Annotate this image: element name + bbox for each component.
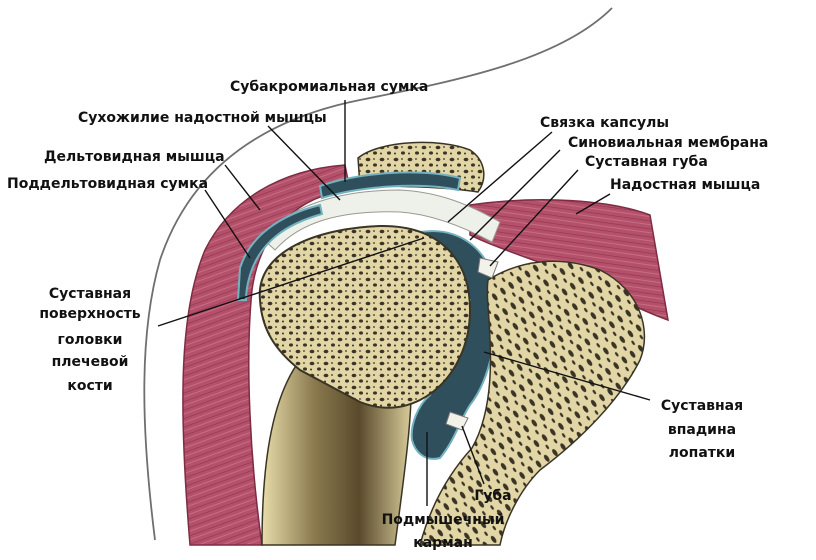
label-subdeltoid-bursa: Поддельтовидная сумка <box>7 176 208 192</box>
label-humeral-line: кости <box>67 378 112 394</box>
humeral-head <box>258 224 472 409</box>
leader-capsule-ligament <box>447 131 553 223</box>
subdeltoid-bursa <box>236 203 324 301</box>
label-synovial-membrane: Синовиальная мембрана <box>568 135 768 151</box>
label-lip: Губа <box>474 488 511 504</box>
leader-deltoid <box>224 164 261 211</box>
leader-lines <box>157 100 651 506</box>
label-axillary-pouch: Подмышечный карман <box>382 512 505 551</box>
label-glenoid-line: впадина <box>668 422 736 438</box>
subacromial-bursa <box>318 171 462 200</box>
leader-lip <box>461 425 485 485</box>
label-glenoid-labrum: Суставная губа <box>585 154 708 170</box>
label-capsule-ligament: Связка капсулы <box>540 115 669 131</box>
scapula-glenoid <box>419 260 646 546</box>
label-humeral-line: Суставная <box>49 286 131 302</box>
label-subacromial-bursa: Субакромиальная сумка <box>230 79 428 95</box>
leader-subdeltoid-bursa <box>204 189 251 259</box>
leader-glenoid-cavity <box>483 351 651 401</box>
label-glenoid-line: лопатки <box>669 445 735 461</box>
label-supraspinatus-muscle: Надостная мышца <box>610 177 760 193</box>
label-glenoid-line: Суставная <box>661 398 743 414</box>
leader-synovial-membrane <box>469 149 561 241</box>
label-humeral-head-surface: Суставная поверхность головки плечевой к… <box>39 286 140 394</box>
label-supraspinatus-tendon: Сухожилие надостной мышцы <box>78 110 327 126</box>
leader-supraspinatus-muscle <box>575 193 611 215</box>
lower-labrum <box>445 411 469 431</box>
skin-outline <box>143 7 613 541</box>
label-deltoid-muscle: Дельтовидная мышца <box>44 149 225 165</box>
label-axillary-line: карман <box>413 535 473 551</box>
leader-supraspinatus-tendon <box>267 125 341 201</box>
leader-glenoid-labrum <box>489 169 579 267</box>
leader-humeral-surface <box>157 237 425 327</box>
supraspinatus-tendon <box>261 189 501 251</box>
label-humeral-line: плечевой <box>52 354 129 370</box>
label-glenoid-cavity: Суставная впадина лопатки <box>661 398 743 461</box>
label-humeral-line: головки <box>58 332 123 348</box>
label-axillary-line: Подмышечный <box>382 512 505 528</box>
label-humeral-line: поверхность <box>39 306 140 322</box>
deltoid-muscle <box>182 164 351 546</box>
